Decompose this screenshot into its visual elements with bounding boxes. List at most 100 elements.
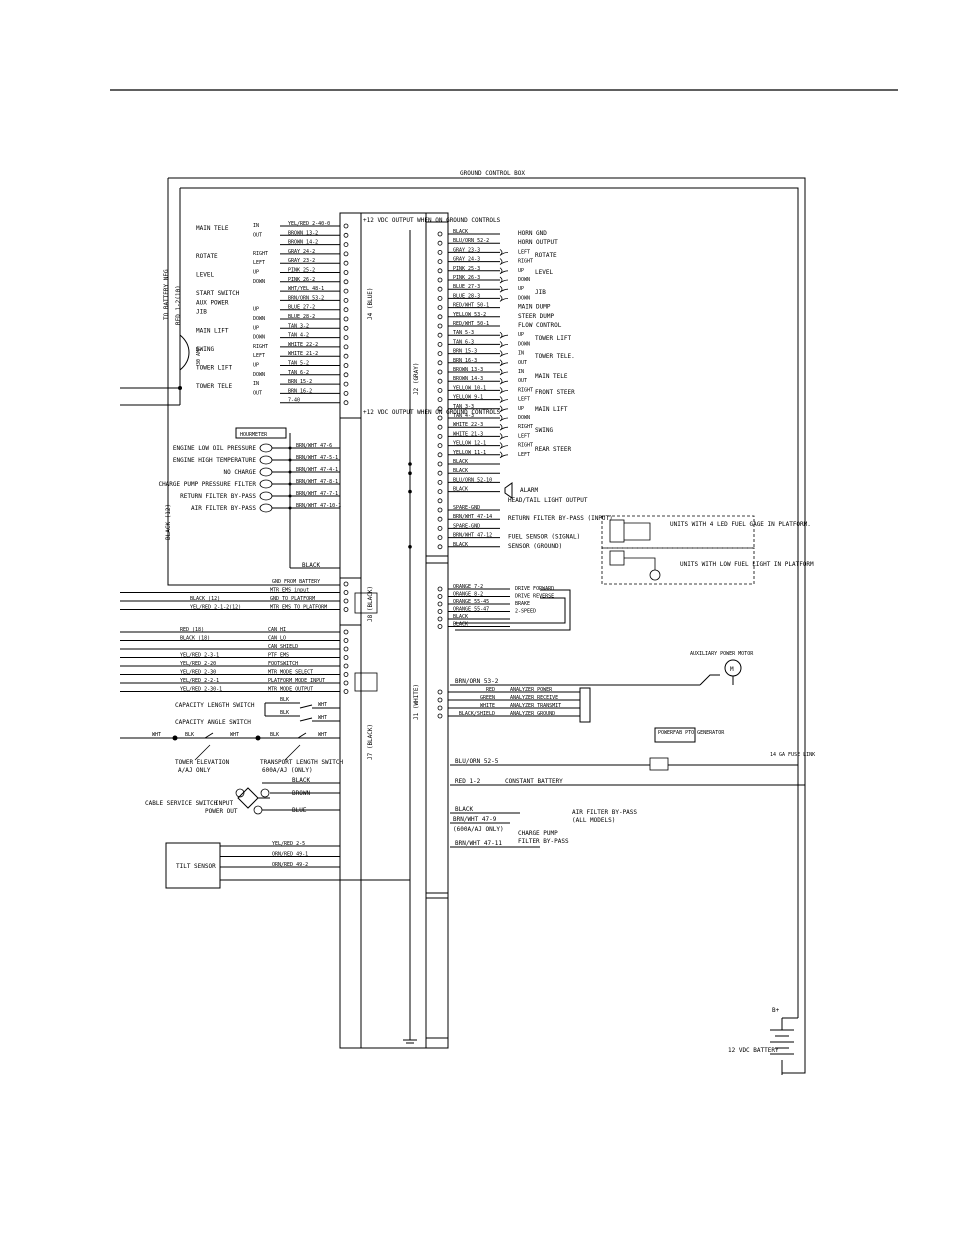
brn53-wire: BRN/ORN 53-2: [455, 678, 499, 685]
j2-device: IN: [518, 369, 524, 375]
j2-wire: YELLOW 9-1: [453, 395, 483, 401]
j2-device: UP: [518, 332, 524, 338]
j4-function: JIB: [196, 309, 207, 316]
hour-wire: BRN/WHT 47-5-1: [296, 455, 338, 461]
j2-wire: BROWN 14-3: [453, 376, 483, 382]
to-battery-label: TO BATTERY NEG: [163, 269, 170, 320]
j2-device: SENSOR (GROUND): [508, 543, 562, 550]
j2-device: DOWN: [518, 277, 530, 283]
j2-device: FLOW CONTROL: [518, 322, 562, 329]
j4-position: RIGHT: [253, 344, 268, 350]
j2-wire: GRAY 24-3: [453, 257, 480, 263]
hour-wire: BRN/WHT 47-6: [296, 443, 332, 449]
j2-wire: RED/WHT 50-1: [453, 321, 489, 327]
svg-text:BLK: BLK: [185, 732, 194, 738]
svg-text:WHT: WHT: [318, 732, 327, 738]
j2-wire: BLUE 27-3: [453, 284, 480, 290]
generator-label: POWERFAB PTO GENERATOR: [658, 730, 725, 736]
j4-position: UP: [253, 325, 259, 331]
analyzer-wire: RED: [486, 687, 495, 693]
svg-text:BRN/WHT 47-9: BRN/WHT 47-9: [453, 816, 497, 823]
hour-wire: BRN/WHT 47-8-1: [296, 479, 338, 485]
hour-label: ENGINE HIGH TEMPERATURE: [173, 457, 256, 464]
j4-wire: TAN 6-2: [288, 370, 309, 376]
j2-group-label: LEVEL: [535, 269, 553, 276]
j2-wire: BLACK: [453, 229, 468, 235]
hourmeter-label: HOURMETER: [240, 432, 268, 438]
j8-wire: YEL/RED 2-1-2(12): [190, 605, 241, 611]
black-wire-label: BLACK (12): [165, 504, 172, 540]
j2-group-label: TOWER LIFT: [535, 335, 572, 342]
alarm-label: ALARM: [520, 487, 538, 494]
j2-wire: BLU/ORN 52-2: [453, 238, 489, 244]
j8-wire: GND FROM BATTERY: [272, 579, 320, 585]
cap-len-label: CAPACITY LENGTH SWITCH: [175, 702, 255, 709]
j2-device: OUT: [518, 378, 527, 384]
hour-label: AIR FILTER BY-PASS: [191, 505, 256, 512]
j2-wire: GRAY 23-3: [453, 247, 480, 253]
transport-label: TRANSPORT LENGTH SWITCH: [260, 759, 343, 766]
j4-position: LEFT: [253, 260, 265, 266]
j4-position: IN: [253, 381, 259, 387]
j4-wire: TAN 5-2: [288, 361, 309, 367]
j2-wiring: BLACK HORN GND BLU/ORN 52-2 HORN OUTPUT GRAY…: [408, 229, 613, 1030]
battery-label: 12 VDC BATTERY: [728, 1047, 779, 1054]
j2-device: RIGHT: [518, 387, 533, 393]
svg-text:WHT: WHT: [318, 715, 327, 721]
j7-wire: BLACK (18): [180, 636, 210, 642]
j2-wire: SPARE-GND: [453, 505, 480, 511]
cable-blue: BLUE: [292, 807, 307, 814]
j4-wire: BLUE 28-2: [288, 314, 315, 320]
analyzer-wire: GREEN: [480, 695, 495, 701]
tilt-wire: YEL/RED 2-5: [272, 841, 305, 847]
j2-wire: BLU/ORN 52-10: [453, 477, 492, 483]
j4-wire: BRN/ORN 53-2: [288, 295, 324, 301]
j2-wire: BRN 16-3: [453, 358, 477, 364]
j4-position: DOWN: [253, 335, 265, 341]
j2-wire: YELLOW 10-1: [453, 385, 486, 391]
cable-service-label: CABLE SERVICE SWITCH: [145, 800, 218, 807]
j7-wire: YEL/RED 2-3-1: [180, 653, 219, 659]
j2-device: HEAD/TAIL LIGHT OUTPUT: [508, 497, 588, 504]
j1-front-wire: ORANGE 55-45: [453, 599, 489, 605]
j4-position: OUT: [253, 390, 262, 396]
j1-label: J1 (WHITE): [413, 684, 420, 720]
j7-label: FOOTSWITCH: [268, 661, 298, 667]
j2-device: RIGHT: [518, 443, 533, 449]
j2-group-label: JIB: [535, 289, 546, 296]
j2-wire: RED/WHT 50-1: [453, 303, 489, 309]
const-batt-label: CONSTANT BATTERY: [505, 778, 563, 785]
j4-wire: TAN 3-2: [288, 323, 309, 329]
hour-wire: BRN/WHT 47-4-1: [296, 467, 338, 473]
j4-wire: PINK 26-2: [288, 277, 315, 283]
j2-device: RETURN FILTER BY-PASS (INPUT): [508, 515, 613, 522]
j2-device: HORN GND: [518, 230, 547, 237]
red-wire-label: RED 1-2(10): [175, 285, 182, 325]
analyzer-device: ANALYZER RECEIVE: [510, 695, 558, 701]
j2-label: J2 (GRAY): [413, 362, 420, 395]
j2-device: DOWN: [518, 415, 530, 421]
j7-label: J7 (BLACK): [367, 724, 374, 760]
j2-wire: BRN/WHT 47-12: [453, 533, 492, 539]
red12-wire: RED 1-2: [455, 778, 481, 785]
j2-wire: TAN 6-3: [453, 339, 474, 345]
aux-motor-label: AUXILIARY POWER MOTOR: [690, 651, 754, 657]
j8-label: MTR EMS TO PLATFORM: [270, 605, 327, 611]
j2-device: RIGHT: [518, 259, 533, 265]
j4-position: IN: [253, 223, 259, 229]
cable-black: BLACK: [292, 777, 310, 784]
units-4led-label: UNITS WITH 4 LED FUEL GAGE IN PLATFORM.: [670, 521, 811, 528]
charge-pump-label: CHARGE PUMP: [518, 830, 558, 837]
j2-group-label: MAIN TELE: [535, 373, 568, 380]
svg-text:INPUT: INPUT: [215, 800, 233, 807]
j2-device: HORN OUTPUT: [518, 239, 558, 246]
j2-group-label: SWING: [535, 427, 553, 434]
j4-wire: BRN 15-2: [288, 379, 312, 385]
svg-text:M: M: [730, 666, 734, 673]
svg-text:(ALL MODELS): (ALL MODELS): [572, 817, 615, 824]
j1-front-wire: ORANGE 55-47: [453, 607, 489, 613]
analyzer-device: ANALYZER TRANSMIT: [510, 703, 561, 709]
